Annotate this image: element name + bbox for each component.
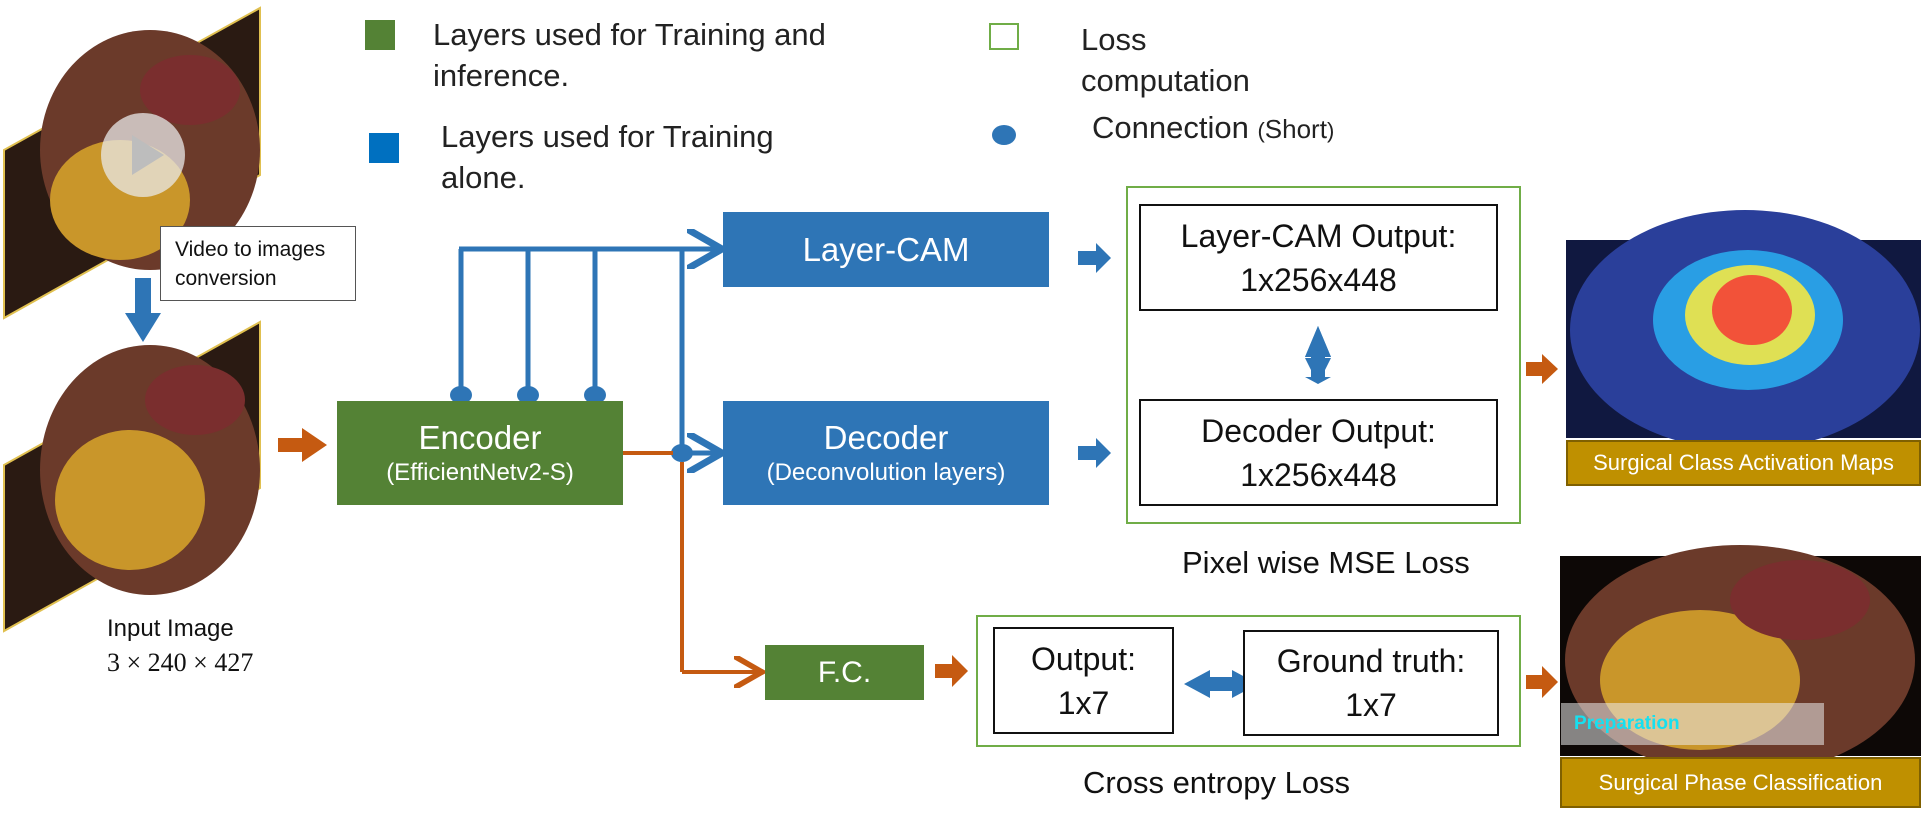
decoder-subtitle: (Deconvolution layers) [766, 459, 1006, 486]
ground-truth-line1: Ground truth: [1276, 643, 1466, 679]
input-image-frame [3, 320, 261, 633]
layer-cam-output-line2: 1x256x448 [1240, 261, 1397, 298]
input-image-dims: 3 × 240 × 427 [107, 648, 254, 677]
connection-dots [450, 386, 693, 462]
ground-truth-box: Ground truth: 1x7 [1243, 630, 1499, 736]
legend-connection-dot [992, 125, 1016, 145]
input-to-encoder-arrow [278, 428, 327, 462]
cam-heatmap-image [1566, 210, 1921, 450]
fc-output-box: Output: 1x7 [993, 627, 1174, 734]
legend-connection-short: Short [1264, 114, 1327, 144]
legend-loss-label: Loss computation [1081, 22, 1250, 98]
layer-cam-output-box: Layer-CAM Output: 1x256x448 [1139, 204, 1498, 311]
phase-overlay-text: Preparation [1574, 713, 1680, 734]
play-icon[interactable] [101, 113, 185, 197]
ce-to-phase-arrow [1526, 666, 1558, 698]
legend-connection-prefix: Connection [1092, 110, 1258, 145]
legend-train-alone-label: Layers used for Training alone. [441, 119, 774, 195]
encoder-to-fc-path [622, 451, 684, 672]
mse-double-arrow [1305, 326, 1331, 384]
fc-title: F.C. [817, 655, 872, 689]
video-conversion-note: Video to images conversion [160, 226, 356, 301]
skip-connections [458, 246, 705, 453]
ce-loss-caption: Cross entropy Loss [1083, 765, 1351, 800]
encoder-block: Encoder (EfficientNetv2-S) [337, 401, 623, 505]
layer-cam-output-line1: Layer-CAM Output: [1180, 217, 1457, 254]
mse-to-cam-arrow [1526, 354, 1558, 384]
cam-result-label: Surgical Class Activation Maps [1566, 440, 1921, 486]
fc-output-line2: 1x7 [1057, 684, 1110, 721]
video-conversion-line2: conversion [175, 267, 277, 290]
layer-cam-title: Layer-CAM [802, 230, 970, 268]
decoder-block: Decoder (Deconvolution layers) [723, 401, 1049, 505]
decoder-output-line1: Decoder Output: [1201, 412, 1436, 449]
legend-connection-paren-open: ( [1257, 118, 1265, 143]
legend-loss-swatch [989, 23, 1019, 50]
encoder-subtitle: (EfficientNetv2-S) [386, 459, 574, 486]
decoder-output-line2: 1x256x448 [1240, 456, 1397, 493]
video-to-image-arrow [125, 278, 161, 342]
input-image-label: Input Image [107, 615, 234, 642]
phase-result-label: Surgical Phase Classification [1560, 757, 1921, 808]
ground-truth-line2: 1x7 [1345, 687, 1397, 723]
legend-connection-paren-close: ) [1326, 118, 1335, 143]
fc-output-line1: Output: [1031, 640, 1136, 677]
layer-cam-block: Layer-CAM [723, 212, 1049, 287]
input-image-caption: Input Image 3 × 240 × 427 [107, 612, 253, 680]
legend-blue-swatch [369, 133, 399, 163]
encoder-title: Encoder [418, 419, 542, 456]
ce-loss-frame [976, 615, 1521, 747]
legend-connection-label: Connection (Short) [1092, 107, 1334, 151]
layer-cam-to-output-arrow [1078, 243, 1111, 273]
decoder-output-box: Decoder Output: 1x256x448 [1139, 399, 1498, 506]
mse-loss-frame [1126, 186, 1521, 524]
decoder-to-output-arrow [1078, 438, 1111, 468]
video-conversion-line1: Video to images [175, 238, 326, 261]
fc-block: F.C. [765, 645, 924, 700]
legend-train-inference-label: Layers used for Training and inference. [433, 17, 826, 93]
decoder-title: Decoder [823, 419, 949, 456]
legend-green-swatch [365, 20, 395, 50]
phase-overlay-band: Preparation [1561, 703, 1824, 745]
mse-loss-caption: Pixel wise MSE Loss [1182, 545, 1470, 580]
fc-to-loss-arrow [935, 655, 968, 687]
